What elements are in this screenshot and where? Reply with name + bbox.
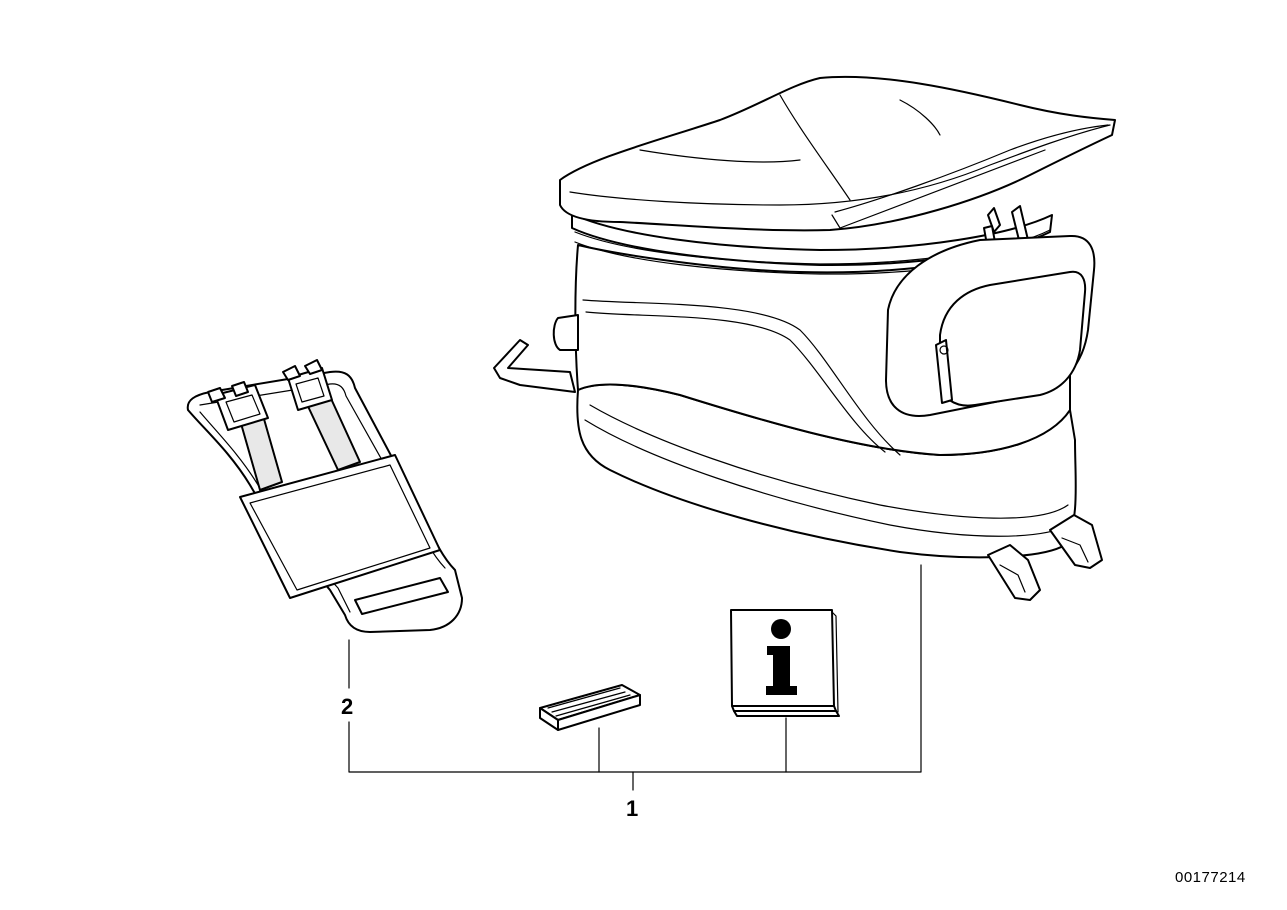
callout-number-1: 1 (626, 796, 639, 821)
leader-lines (348, 564, 922, 791)
label-strip-illustration (539, 684, 641, 731)
info-booklet-icon (730, 609, 840, 717)
diagram-id-label: 00177214 (1175, 869, 1246, 886)
mounting-plate-illustration (186, 359, 463, 633)
callout-number-2: 2 (341, 694, 354, 719)
tank-bag-illustration (493, 75, 1116, 601)
